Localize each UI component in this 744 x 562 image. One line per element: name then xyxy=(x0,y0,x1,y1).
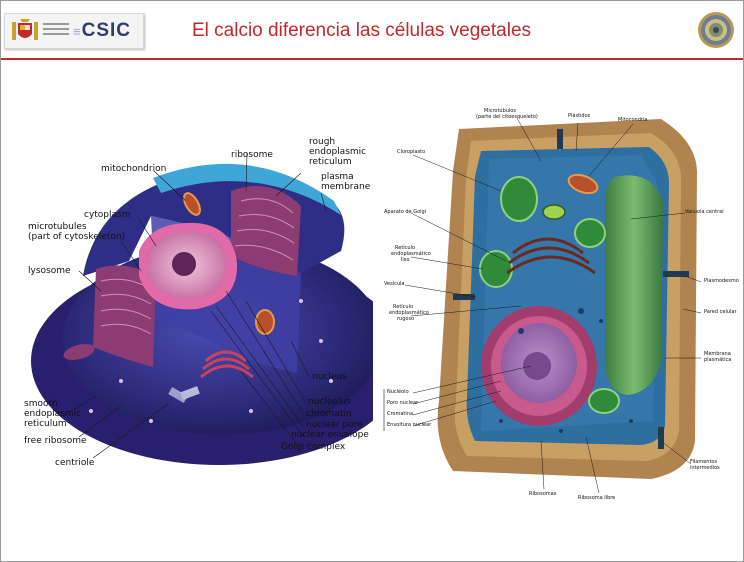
csic-text: CSIC xyxy=(82,20,131,41)
label-cromatina: Cromatina xyxy=(387,412,413,418)
label-filamentos-2: intermedios xyxy=(690,466,720,472)
label-smooth-er-3: reticulum xyxy=(24,420,67,429)
label-chromatin: chromatin xyxy=(306,410,352,419)
label-free-ribosome: free ribosome xyxy=(24,437,87,446)
label-vesicula: Vesícula xyxy=(384,282,404,288)
label-nuclear-envelope: nuclear envelope xyxy=(291,431,369,440)
label-rough-er-3: reticulum xyxy=(309,158,352,167)
label-centriole: centriole xyxy=(55,459,94,468)
label-golgi-complex: Golgi complex xyxy=(281,443,345,452)
label-aparato-golgi: Aparato de Golgi xyxy=(384,210,426,216)
university-seal-icon xyxy=(697,11,735,49)
label-mitochondrion: mitochondrion xyxy=(101,165,166,174)
label-cloroplasto: Cloroplasto xyxy=(397,150,425,156)
label-mitocondria: Mitocondria xyxy=(618,118,647,124)
slide-header: ≡CSIC El calcio diferencia las células v… xyxy=(1,1,743,59)
label-reticulo-liso-3: liso xyxy=(401,258,409,264)
label-membrana-2: plasmática xyxy=(704,358,731,364)
label-plastidos: Plástidos xyxy=(568,114,590,120)
label-pared-celular: Pared celular xyxy=(704,310,737,316)
spain-emblem-icon xyxy=(11,19,39,43)
label-reticulo-rugoso-3: rugoso xyxy=(397,317,414,323)
label-microtubules-2: (part of cytoskeleton) xyxy=(28,233,125,242)
ministry-text-lines xyxy=(43,23,69,38)
label-plasma-2: membrane xyxy=(321,183,370,192)
label-plasmodesmo: Plasmodesmo xyxy=(704,279,739,285)
label-ribosomas: Ribosomas xyxy=(529,492,556,498)
label-poro-nuclear: Poro nuclear xyxy=(387,401,418,407)
csic-wordmark: ≡CSIC xyxy=(73,20,131,42)
label-nucleus: nucleus xyxy=(312,373,347,382)
label-reticulo-liso-2: endoplasmático xyxy=(391,252,431,258)
label-ribosome: ribosome xyxy=(231,151,273,160)
label-cytoplasm: cytoplasm xyxy=(84,211,131,220)
label-lysosome: lysosome xyxy=(28,267,71,276)
page-title: El calcio diferencia las células vegetal… xyxy=(192,20,531,42)
label-nucleolus: nucleolus xyxy=(308,398,351,407)
plant-cell-illustration xyxy=(373,61,743,501)
label-envoltura-nuclear: Envoltura nuclear xyxy=(387,423,431,429)
label-vacuola-central: Vacuola central xyxy=(685,210,724,216)
label-nucleolo: Nucléolo xyxy=(387,390,409,396)
label-microtubulos-2: (parte del citoesqueleto) xyxy=(476,115,538,121)
header-rule xyxy=(1,58,743,60)
label-ribosoma-libre: Ribosoma libre xyxy=(578,496,615,502)
csic-logo: ≡CSIC xyxy=(4,13,144,49)
